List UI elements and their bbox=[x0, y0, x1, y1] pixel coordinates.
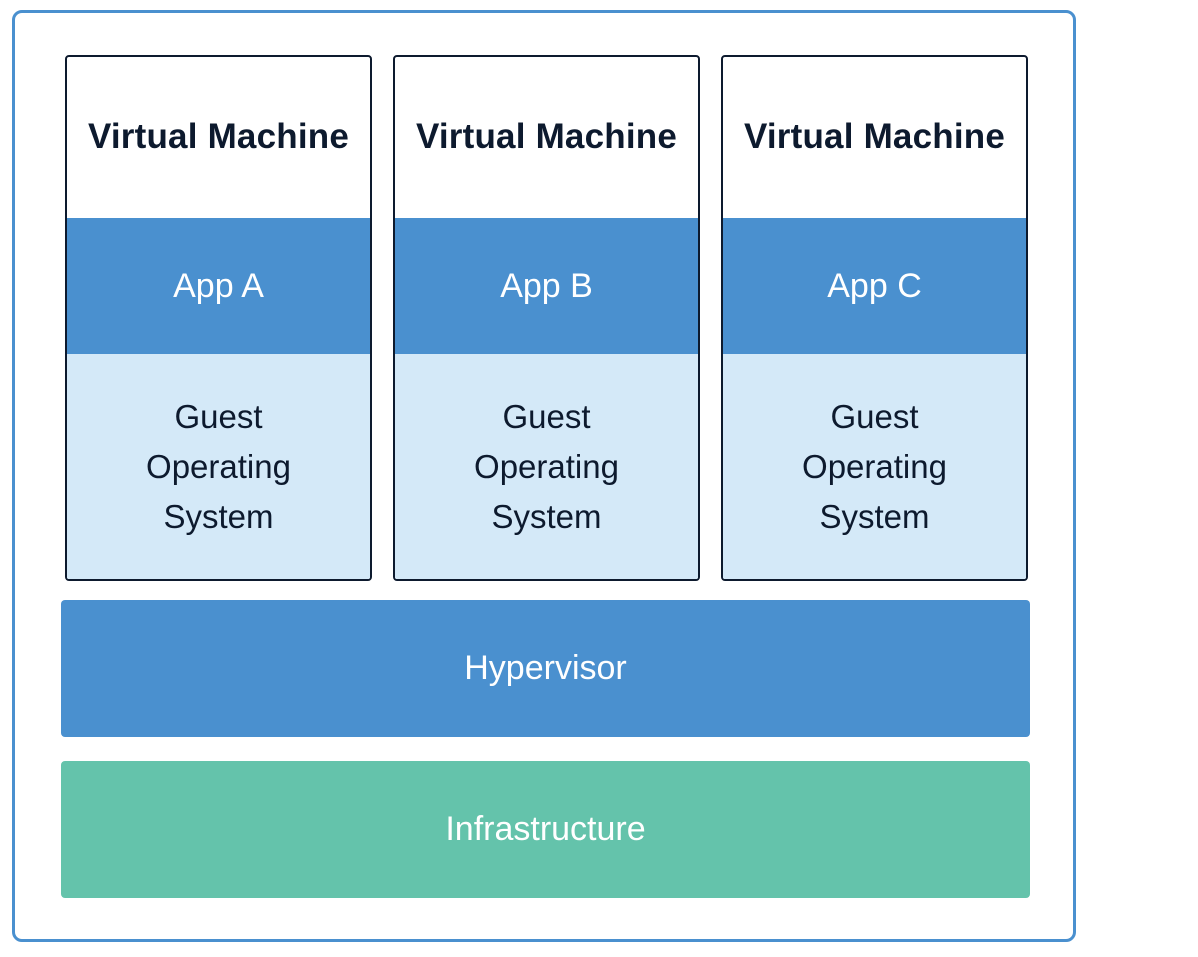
guest-os-label: Guest Operating System bbox=[146, 397, 291, 535]
guest-os-layer: Guest Operating System bbox=[723, 354, 1026, 579]
infrastructure-layer: Infrastructure bbox=[61, 761, 1030, 898]
vm-title: Virtual Machine bbox=[415, 117, 678, 156]
app-a-layer: App A bbox=[67, 218, 370, 354]
vm-title: Virtual Machine bbox=[743, 117, 1006, 156]
virtual-machine-c: Virtual Machine App C Guest Operating Sy… bbox=[721, 55, 1028, 581]
guest-os-layer: Guest Operating System bbox=[395, 354, 698, 579]
hypervisor-layer: Hypervisor bbox=[61, 600, 1030, 737]
guest-os-label: Guest Operating System bbox=[802, 397, 947, 535]
virtual-machine-b: Virtual Machine App B Guest Operating Sy… bbox=[393, 55, 700, 581]
app-c-layer: App C bbox=[723, 218, 1026, 354]
guest-os-layer: Guest Operating System bbox=[67, 354, 370, 579]
guest-os-label: Guest Operating System bbox=[474, 397, 619, 535]
app-b-layer: App B bbox=[395, 218, 698, 354]
vm-title: Virtual Machine bbox=[87, 117, 350, 156]
virtual-machine-a: Virtual Machine App A Guest Operating Sy… bbox=[65, 55, 372, 581]
